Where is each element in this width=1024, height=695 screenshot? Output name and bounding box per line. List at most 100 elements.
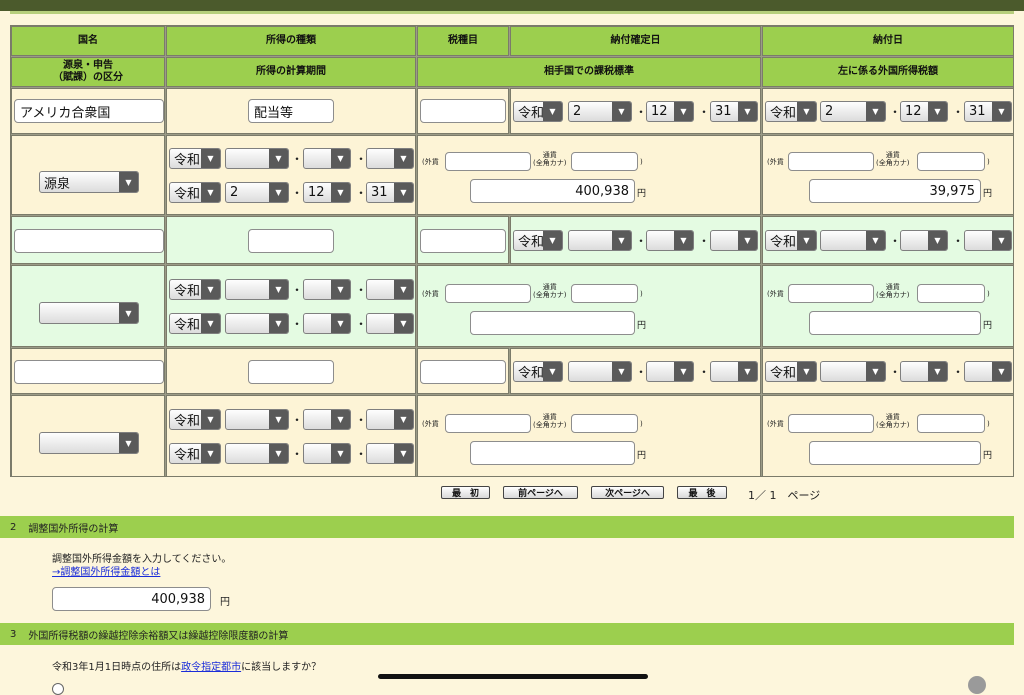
pay-month-select[interactable]: ▼ (900, 361, 948, 382)
foreign-tax-yen-input[interactable] (809, 441, 981, 465)
chevron-down-icon: ▼ (394, 280, 413, 299)
next-page-button[interactable]: 次ページへ (591, 486, 664, 499)
tax-base-yen-input[interactable] (470, 311, 635, 335)
chevron-down-icon: ▼ (269, 410, 288, 429)
period-end-era-select[interactable]: 令和▼ (169, 313, 221, 334)
radio-button[interactable] (52, 683, 64, 695)
period-end-day-select[interactable]: 31▼ (366, 182, 414, 203)
foreign-amount-input[interactable] (445, 152, 531, 171)
source-category-select[interactable]: ▼ (39, 302, 139, 324)
country-input[interactable]: アメリカ合衆国 (14, 99, 164, 123)
tax-currency-name-input[interactable] (917, 414, 985, 433)
chevron-down-icon: ▼ (866, 231, 885, 250)
period-start-era-select[interactable]: 令和▼ (169, 409, 221, 430)
designated-city-link[interactable]: 政令指定都市 (181, 662, 242, 673)
period-end-year-select[interactable]: 2▼ (225, 182, 289, 203)
pay-month-select[interactable]: 12▼ (900, 101, 948, 122)
pay-day-select[interactable]: ▼ (964, 230, 1012, 251)
foreign-tax-yen-input[interactable] (809, 311, 981, 335)
period-end-month-select[interactable]: ▼ (303, 313, 351, 334)
confirm-year-select[interactable]: ▼ (568, 361, 632, 382)
confirm-month-select[interactable]: ▼ (646, 361, 694, 382)
period-end-day-select[interactable]: ▼ (366, 443, 414, 464)
tax-currency-name-input[interactable] (917, 152, 985, 171)
period-start-era-select[interactable]: 令和▼ (169, 279, 221, 300)
pay-era-select[interactable]: 令和▼ (765, 361, 817, 382)
period-start-day-select[interactable]: ▼ (366, 409, 414, 430)
confirm-day-select[interactable]: ▼ (710, 361, 758, 382)
income-type-input[interactable] (248, 360, 334, 384)
pay-year-select[interactable]: 2▼ (820, 101, 886, 122)
confirm-month-select[interactable]: 12▼ (646, 101, 694, 122)
confirm-era-select[interactable]: 令和▼ (513, 361, 563, 382)
period-start-month-select[interactable]: ▼ (303, 279, 351, 300)
adjusted-income-input[interactable]: 400,938 (52, 587, 211, 611)
period-start-year-select[interactable]: ▼ (225, 409, 289, 430)
last-page-button[interactable]: 最 後 (677, 486, 727, 499)
tax-item-input[interactable] (420, 99, 506, 123)
chevron-down-icon: ▼ (201, 280, 220, 299)
period-start-month-select[interactable]: ▼ (303, 409, 351, 430)
currency-name-input[interactable] (571, 152, 638, 171)
pay-year-select[interactable]: ▼ (820, 230, 886, 251)
confirm-year-select[interactable]: ▼ (568, 230, 632, 251)
period-end-day-select[interactable]: ▼ (366, 313, 414, 334)
tax-item-input[interactable] (420, 360, 506, 384)
confirm-month-select[interactable]: ▼ (646, 230, 694, 251)
currency-name-input[interactable] (571, 414, 638, 433)
pay-year-select[interactable]: ▼ (820, 361, 886, 382)
foreign-amount-input[interactable] (445, 284, 531, 303)
confirm-day-select[interactable]: 31▼ (710, 101, 758, 122)
chevron-down-icon: ▼ (674, 231, 693, 250)
period-end-era-select[interactable]: 令和▼ (169, 182, 221, 203)
period-start-month-select[interactable]: ▼ (303, 148, 351, 169)
period-end-year-select[interactable]: ▼ (225, 313, 289, 334)
chevron-down-icon: ▼ (738, 102, 757, 121)
adjusted-income-help-link[interactable]: →調整国外所得金額とは (52, 567, 161, 578)
chevron-down-icon: ▼ (612, 362, 631, 381)
pay-day-select[interactable]: ▼ (964, 361, 1012, 382)
chevron-down-icon: ▼ (119, 433, 138, 453)
tax-foreign-amount-input[interactable] (788, 414, 874, 433)
tax-base-yen-input[interactable]: 400,938 (470, 179, 635, 203)
prev-page-button[interactable]: 前ページへ (503, 486, 578, 499)
period-start-day-select[interactable]: ▼ (366, 148, 414, 169)
chevron-down-icon: ▼ (201, 410, 220, 429)
first-page-button[interactable]: 最 初 (441, 486, 490, 499)
tax-base-yen-input[interactable] (470, 441, 635, 465)
period-end-era-select[interactable]: 令和▼ (169, 443, 221, 464)
period-end-month-select[interactable]: ▼ (303, 443, 351, 464)
foreign-amount-input[interactable] (445, 414, 531, 433)
tax-foreign-amount-input[interactable] (788, 152, 874, 171)
chevron-down-icon: ▼ (543, 231, 562, 250)
chevron-down-icon: ▼ (394, 314, 413, 333)
pay-month-select[interactable]: ▼ (900, 230, 948, 251)
pay-era-select[interactable]: 令和▼ (765, 101, 817, 122)
foreign-tax-table: 国名 所得の種類 税種目 納付確定日 納付日 源泉・申告 （賦課）の区分 所得の… (10, 25, 1014, 477)
confirm-day-select[interactable]: ▼ (710, 230, 758, 251)
chevron-down-icon: ▼ (674, 362, 693, 381)
confirm-year-select[interactable]: 2▼ (568, 101, 632, 122)
tax-currency-name-input[interactable] (917, 284, 985, 303)
period-start-day-select[interactable]: ▼ (366, 279, 414, 300)
tax-foreign-amount-input[interactable] (788, 284, 874, 303)
chevron-down-icon: ▼ (674, 102, 693, 121)
income-type-input[interactable] (248, 229, 334, 253)
period-end-year-select[interactable]: ▼ (225, 443, 289, 464)
source-category-select[interactable]: ▼ (39, 432, 139, 454)
pay-day-select[interactable]: 31▼ (964, 101, 1012, 122)
period-start-year-select[interactable]: ▼ (225, 148, 289, 169)
country-input[interactable] (14, 360, 164, 384)
income-type-input[interactable]: 配当等 (248, 99, 334, 123)
period-end-month-select[interactable]: 12▼ (303, 182, 351, 203)
country-input[interactable] (14, 229, 164, 253)
tax-item-input[interactable] (420, 229, 506, 253)
pay-era-select[interactable]: 令和▼ (765, 230, 817, 251)
currency-name-input[interactable] (571, 284, 638, 303)
period-start-year-select[interactable]: ▼ (225, 279, 289, 300)
confirm-era-select[interactable]: 令和▼ (513, 101, 563, 122)
foreign-tax-yen-input[interactable]: 39,975 (809, 179, 981, 203)
confirm-era-select[interactable]: 令和▼ (513, 230, 563, 251)
period-start-era-select[interactable]: 令和▼ (169, 148, 221, 169)
source-category-select[interactable]: 源泉▼ (39, 171, 139, 193)
